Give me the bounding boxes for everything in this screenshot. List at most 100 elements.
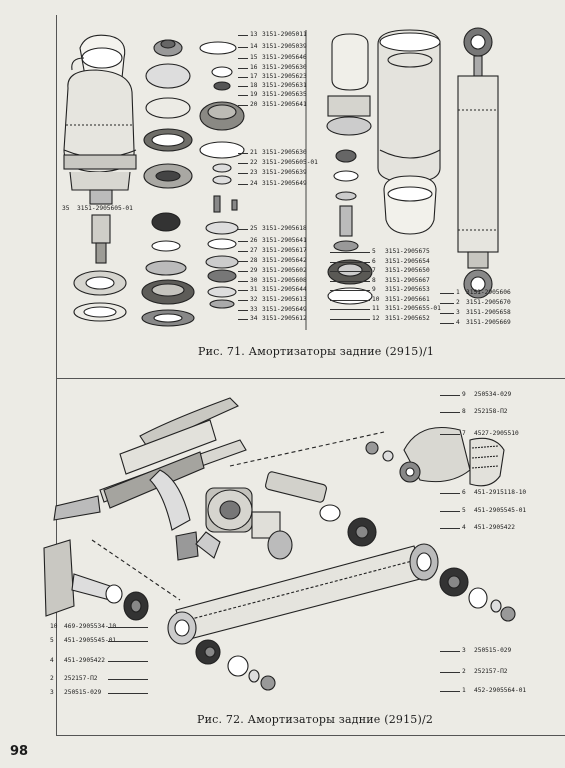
leader-line bbox=[238, 58, 248, 59]
leader-line bbox=[238, 290, 248, 291]
leader-line bbox=[440, 412, 460, 413]
label-code: 3151-2905655-01 bbox=[385, 305, 441, 312]
right-air-bellows bbox=[377, 29, 441, 235]
label-number: 14 bbox=[250, 43, 258, 50]
leader-line bbox=[238, 261, 248, 262]
figure-71-caption: Рис. 71. Амортизаторы задние (2915)/1 bbox=[198, 345, 435, 358]
leader-line bbox=[238, 310, 248, 311]
label-code: 451-2905422 bbox=[474, 524, 515, 531]
leader-line bbox=[440, 511, 460, 512]
leader-line bbox=[108, 693, 148, 694]
label-number: 24 bbox=[250, 180, 258, 187]
label-number: 19 bbox=[250, 91, 258, 98]
label-number: 8 bbox=[372, 276, 376, 284]
leader-line bbox=[330, 318, 370, 320]
label-code: 3151-2905658 bbox=[466, 309, 511, 316]
label-number: 2 bbox=[462, 668, 466, 675]
label-code: 3151-2905612 bbox=[262, 315, 307, 322]
label-number: 27 bbox=[250, 247, 258, 254]
page-number: 98 bbox=[10, 744, 29, 759]
label-number: 9 bbox=[462, 391, 466, 398]
label-number: 31 bbox=[250, 286, 258, 293]
label-code: 452-2905564-01 bbox=[474, 687, 527, 694]
label-number: 17 bbox=[250, 73, 258, 80]
label-code: 3151-2905652 bbox=[385, 314, 430, 322]
leader-line bbox=[238, 173, 248, 174]
leader-line bbox=[440, 303, 454, 304]
label-code: 3151-2905631 bbox=[262, 82, 307, 89]
label-code: 250534-029 bbox=[474, 391, 512, 398]
label-number: 28 bbox=[250, 257, 258, 264]
leader-line bbox=[238, 68, 248, 69]
label-number: 7 bbox=[372, 267, 376, 274]
label-code: 451-2905422 bbox=[64, 657, 105, 664]
leader-line bbox=[238, 184, 248, 185]
label-code: 3151-2905649 bbox=[262, 306, 307, 313]
label-code: 3151-2905642 bbox=[262, 257, 307, 264]
label-code: 3151-2905608 bbox=[262, 277, 307, 284]
label-number: 3 bbox=[456, 309, 460, 316]
label-code: 451-2915118-10 bbox=[474, 489, 527, 496]
leader-line bbox=[238, 35, 248, 36]
label-code: 250515-029 bbox=[64, 689, 102, 696]
label-number: 11 bbox=[372, 305, 380, 312]
label-code: 3151-2905646 bbox=[262, 54, 307, 61]
leader-line bbox=[238, 241, 248, 242]
label-number: 25 bbox=[250, 225, 258, 232]
label-number: 2 bbox=[50, 675, 54, 682]
label-number: 21 bbox=[250, 149, 258, 156]
middle-air-spring bbox=[326, 33, 373, 305]
label-code: 3151-2905667 bbox=[385, 276, 430, 284]
label-number: 6 bbox=[372, 257, 376, 265]
far-right-telescopic-shock bbox=[457, 27, 499, 299]
right-upper-fixing-parts bbox=[365, 426, 505, 487]
label-code: 451-2905545-01 bbox=[64, 637, 117, 644]
leader-line bbox=[330, 252, 370, 253]
label-code: 3151-2905644 bbox=[262, 286, 307, 293]
leader-line bbox=[108, 679, 148, 680]
label-code: 3151-2905605-01 bbox=[77, 205, 133, 212]
label-number: 2 bbox=[456, 299, 460, 306]
label-number: 9 bbox=[372, 286, 376, 293]
leader-line bbox=[440, 434, 460, 435]
label-code: 3151-2905618 bbox=[262, 225, 307, 232]
label-code: 3151-2905630 bbox=[262, 149, 307, 156]
label-number: 29 bbox=[250, 267, 258, 274]
label-number: 13 bbox=[250, 31, 258, 38]
label-number: 4 bbox=[462, 524, 466, 531]
label-number: 30 bbox=[250, 277, 258, 284]
label-number: 26 bbox=[250, 237, 258, 244]
leader-line bbox=[238, 300, 248, 301]
label-code: 3151-2905670 bbox=[466, 299, 511, 306]
label-number: 5 bbox=[50, 637, 54, 644]
label-code: 252157-П2 bbox=[64, 675, 98, 682]
leader-line bbox=[330, 309, 370, 310]
label-code: 3151-2905630 bbox=[262, 64, 307, 71]
leader-line bbox=[108, 641, 148, 642]
label-number: 22 bbox=[250, 159, 258, 166]
label-code: 3151-2905606 bbox=[466, 289, 511, 296]
label-number: 3 bbox=[50, 689, 54, 696]
label-number: 18 bbox=[250, 82, 258, 89]
leader-line bbox=[330, 261, 370, 263]
leader-line bbox=[238, 105, 248, 106]
leader-line bbox=[238, 77, 248, 78]
leader-line bbox=[238, 95, 248, 96]
label-number: 16 bbox=[250, 64, 258, 71]
label-number: 20 bbox=[250, 101, 258, 108]
figure-separator bbox=[56, 378, 565, 379]
label-code: 3151-2905602 bbox=[262, 267, 307, 274]
label-code: 3151-2905653 bbox=[385, 286, 430, 293]
label-code: 469-2905534-10 bbox=[64, 623, 117, 630]
leader-line bbox=[238, 271, 248, 272]
label-code: 3151-2905623 bbox=[262, 73, 307, 80]
label-code: 3151-2905669 bbox=[466, 319, 511, 326]
figure-71-drawing bbox=[63, 27, 499, 330]
label-code: 3151-2905641 bbox=[262, 237, 307, 244]
label-code: 3151-2905011 bbox=[262, 31, 307, 38]
leader-line bbox=[440, 691, 460, 692]
leader-line bbox=[440, 528, 460, 529]
label-number: 5 bbox=[372, 248, 376, 255]
bottom-rule bbox=[56, 735, 565, 736]
